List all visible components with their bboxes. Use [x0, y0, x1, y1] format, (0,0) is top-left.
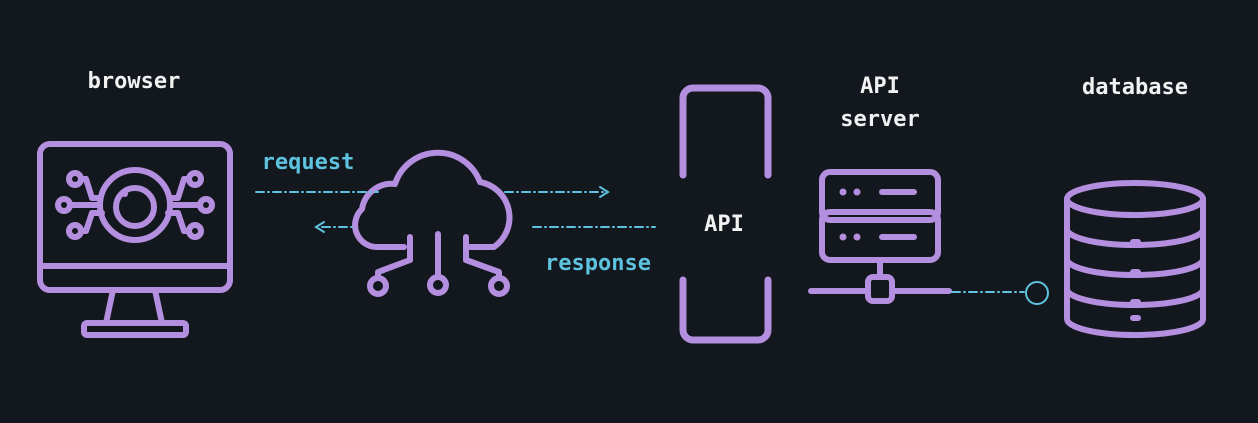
api-server-label-line2: server: [840, 107, 919, 132]
api-gateway-icon: [679, 84, 772, 344]
database-label: database: [1082, 75, 1188, 100]
browser-label: browser: [88, 69, 181, 94]
server-rack-icon: [808, 169, 952, 304]
cloud-network-icon: [352, 149, 513, 297]
database-icon: [1064, 180, 1206, 338]
request-arrow-head: [599, 186, 610, 198]
api-server-label-line1: API: [860, 74, 900, 99]
monitor-eye-icon: [37, 141, 233, 338]
server-status-dots: [839, 188, 861, 241]
connector-end-node: [1025, 281, 1049, 305]
request-label: request: [262, 150, 355, 175]
response-arrow-head: [314, 221, 325, 233]
response-label: response: [545, 251, 651, 276]
api-gateway-label: API: [704, 212, 744, 237]
